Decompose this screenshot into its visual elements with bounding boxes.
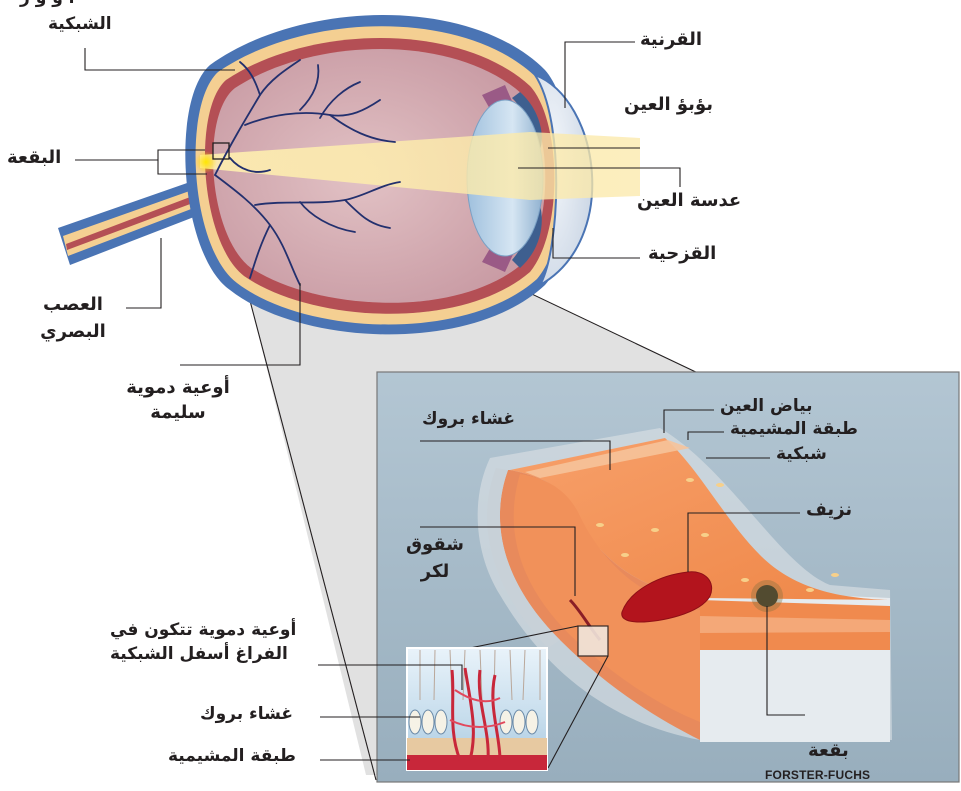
label-healthy-vessels-line1: أوعية دموية (118, 377, 238, 398)
label-sclera: بياض العين (720, 396, 813, 416)
label-hemorrhage: نزيف (806, 499, 852, 520)
label-choroid: طبقة المشيمية (730, 419, 858, 439)
label-lens: عدسة العين (637, 190, 741, 211)
label-cnv-line2: الفراغ أسفل الشبكية (110, 644, 296, 664)
label-forster-fuchs-line1: بقعة (808, 740, 849, 761)
label-lacquer-cracks-line2: لكر (405, 561, 465, 582)
cnv-inset (407, 648, 547, 770)
label-cnv: أوعية دموية تتكون في الفراغ أسفل الشبكية (110, 620, 296, 664)
label-cornea: القرنية (640, 29, 702, 50)
label-iris: القزحية (648, 243, 716, 264)
macula-spot (195, 151, 217, 173)
label-lacquer-cracks-line1: شقوق (405, 534, 465, 555)
label-bruch-membrane-inset: غشاء بروك (200, 704, 293, 724)
label-optic-nerve-line1: العصب (28, 294, 118, 315)
label-cnv-line1: أوعية دموية تتكون في (110, 620, 296, 640)
label-retina-top-partial: ا و و ر (20, 0, 75, 8)
label-optic-nerve: العصب البصري (28, 294, 118, 342)
label-retina-layer: شبكية (776, 444, 827, 464)
label-healthy-vessels-line2: سليمة (118, 402, 238, 423)
label-macula: البقعة (7, 147, 61, 168)
label-retina: الشبكية (48, 14, 112, 34)
label-forster-fuchs-line2: FORSTER-FUCHS (765, 768, 870, 782)
label-optic-nerve-line2: البصري (28, 321, 118, 342)
zoom-marker-panel (578, 626, 608, 656)
label-choroid-inset: طبقة المشيمية (168, 746, 296, 766)
label-bruch-membrane: غشاء بروك (422, 409, 515, 429)
label-pupil: بؤبؤ العين (624, 94, 713, 115)
label-healthy-vessels: أوعية دموية سليمة (118, 377, 238, 423)
label-lacquer-cracks: شقوق لكر (405, 534, 465, 582)
eyeball (58, 15, 640, 334)
